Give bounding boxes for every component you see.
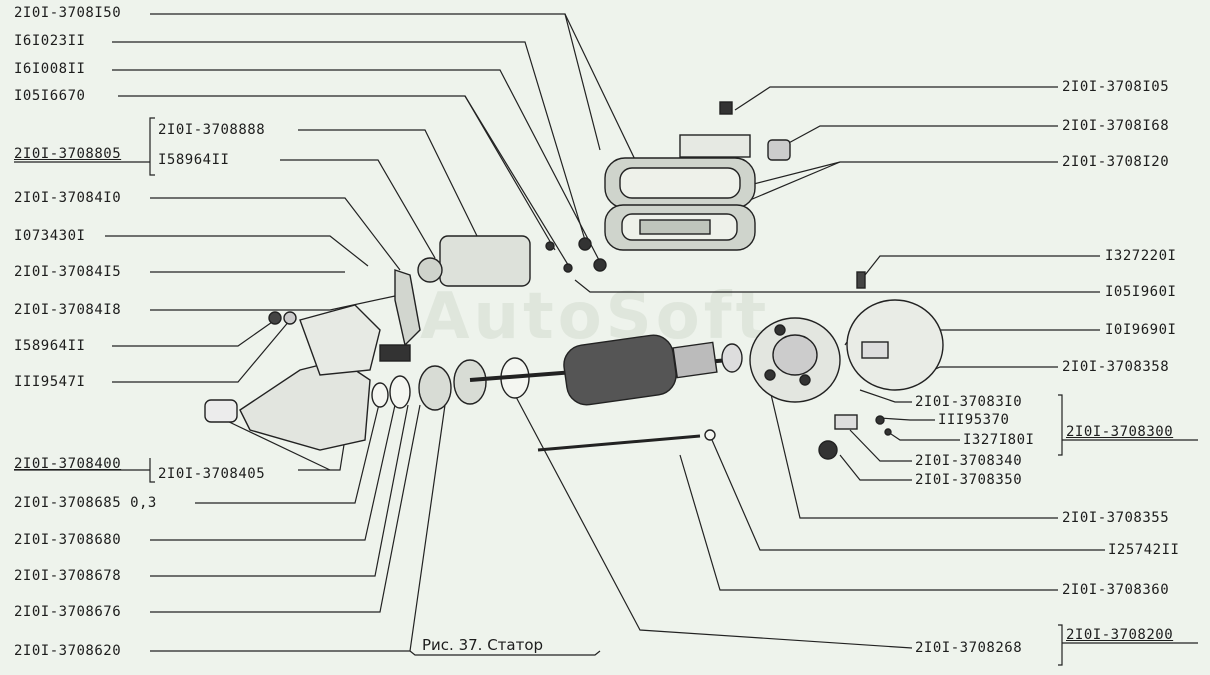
label-part: 2I0I-3708I50 xyxy=(14,5,122,21)
label-part: 2I0I-3708680 xyxy=(14,532,122,548)
label-part: I073430I xyxy=(14,228,86,244)
leader-3708680 xyxy=(150,404,396,541)
leader-3708310 xyxy=(859,389,912,403)
label-part: 2I0I-3708358 xyxy=(1062,359,1170,375)
leader-3708418 xyxy=(150,295,396,311)
leader-161023 xyxy=(112,41,586,241)
leader-105166 xyxy=(118,95,556,251)
label-part: I58964II xyxy=(158,152,230,168)
bracket-3708200 xyxy=(1058,624,1063,666)
leader-3708340 xyxy=(849,429,912,462)
leader-3708685 xyxy=(195,399,381,504)
leader-3708360 xyxy=(679,454,1058,591)
label-part: I25742II xyxy=(1108,542,1180,558)
leader-107343 xyxy=(105,235,369,267)
leader-3708268 xyxy=(514,394,913,649)
label-assembly: 2I0I-3708300 xyxy=(1066,424,1174,440)
leader-158964b xyxy=(112,319,276,347)
label-part: 2I0I-3708685 0,3 xyxy=(14,495,157,511)
bracket-3708400 xyxy=(149,458,155,483)
leader-3708168 xyxy=(784,125,1058,146)
label-part: I0I9690I xyxy=(1105,322,1177,338)
label-part: I327I80I xyxy=(963,432,1035,448)
leader-3708355 xyxy=(769,389,1058,519)
tie-rod xyxy=(537,434,701,452)
leader-105196 xyxy=(574,279,1100,293)
label-part: III95370 xyxy=(938,412,1010,428)
brush-spring xyxy=(834,414,858,430)
solenoid-relay xyxy=(417,235,607,287)
leader-111953 xyxy=(879,417,935,421)
label-part: 2I0I-3708405 xyxy=(158,466,266,482)
label-part: 2I0I-3708888 xyxy=(158,122,266,138)
label-assembly: 2I0I-3708200 xyxy=(1066,627,1174,643)
label-part: I05I6670 xyxy=(14,88,86,104)
leader-3708410 xyxy=(150,197,401,271)
leader-132722 xyxy=(864,255,1100,276)
label-part: I6I023II xyxy=(14,33,86,49)
label-part: I6I008II xyxy=(14,61,86,77)
leader-3708350 xyxy=(839,454,912,481)
bracket-3708300 xyxy=(1058,394,1063,456)
label-part: 2I0I-37084I0 xyxy=(14,190,122,206)
leader-158964a xyxy=(280,159,436,259)
label-part: III9547I xyxy=(14,374,86,390)
label-part: 2I0I-3708676 xyxy=(14,604,122,620)
leader-3708120b xyxy=(749,161,841,201)
label-part: 2I0I-37083I0 xyxy=(915,394,1023,410)
label-part: I58964II xyxy=(14,338,86,354)
label-part: 2I0I-3708678 xyxy=(14,568,122,584)
leader-3708676 xyxy=(150,404,421,613)
leader-3708888 xyxy=(298,129,479,239)
label-part: I05I960I xyxy=(1105,284,1177,300)
leader-105166b xyxy=(464,95,571,269)
field-coil-assembly xyxy=(604,101,791,251)
figure-caption: Рис. 37. Статор xyxy=(422,636,544,654)
label-part: 2I0I-37084I8 xyxy=(14,302,122,318)
drive-lever xyxy=(394,269,421,347)
label-assembly: 2I0I-3708400 xyxy=(14,456,122,472)
label-part: 2I0I-37084I5 xyxy=(14,264,122,280)
leader-132718 xyxy=(887,431,960,441)
leader-3708150b xyxy=(564,13,641,171)
bracket-3708805 xyxy=(149,117,155,176)
end-cover xyxy=(846,271,944,391)
label-part: 2I0I-3708I20 xyxy=(1062,154,1170,170)
drive-end-housing xyxy=(204,304,381,451)
leader-3708120 xyxy=(729,161,1058,191)
leader-3708400 xyxy=(224,419,331,471)
caption-bracket xyxy=(409,650,601,656)
label-part: 2I0I-3708268 xyxy=(915,640,1023,656)
label-assembly: 2I0I-3708805 xyxy=(14,146,122,162)
leader-161008 xyxy=(112,69,601,263)
leader-3708105 xyxy=(734,86,1058,111)
label-part: 2I0I-3708360 xyxy=(1062,582,1170,598)
pinion-gears xyxy=(371,357,530,411)
brush-holder xyxy=(749,317,841,403)
label-part: 2I0I-3708340 xyxy=(915,453,1023,469)
leader-125742 xyxy=(711,439,1105,551)
leader-111954 xyxy=(112,319,291,383)
label-part: 2I0I-3708620 xyxy=(14,643,122,659)
label-part: 2I0I-3708I68 xyxy=(1062,118,1170,134)
armature xyxy=(469,334,743,406)
leader-3708678 xyxy=(150,404,409,577)
label-part: 2I0I-3708I05 xyxy=(1062,79,1170,95)
label-part: I327220I xyxy=(1105,248,1177,264)
label-part: 2I0I-3708350 xyxy=(915,472,1023,488)
brush-washer xyxy=(818,440,838,460)
label-part: 2I0I-3708355 xyxy=(1062,510,1170,526)
